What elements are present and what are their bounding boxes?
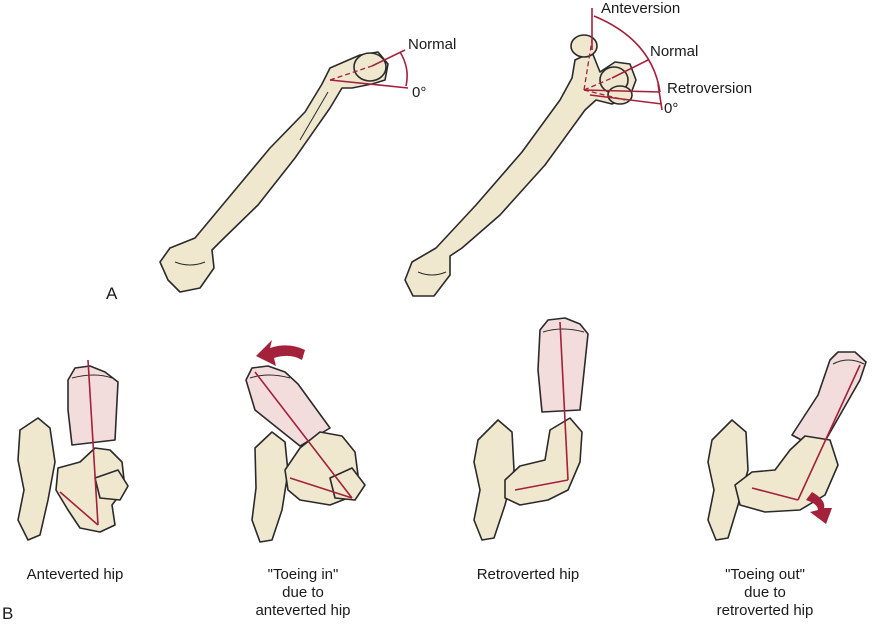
panel-b-label: B	[2, 604, 14, 623]
panel-a-label: A	[106, 284, 118, 303]
curved-arrow-inward	[256, 340, 305, 366]
caption-toeing-out: "Toeing out" due to retroverted hip	[716, 566, 814, 619]
femur-normal	[159, 49, 409, 293]
label-zero-right: 0°	[664, 100, 679, 117]
figure-toeing-out	[707, 351, 867, 541]
figure-anteverted-hip	[17, 359, 129, 541]
figure-toeing-in	[245, 340, 366, 543]
caption-retroverted-hip: Retroverted hip	[476, 566, 580, 583]
caption-anteverted-hip: Anteverted hip	[26, 566, 124, 583]
curved-arrow-outward	[806, 492, 832, 524]
label-retroversion: Retroversion	[667, 80, 753, 97]
label-zero-left: 0°	[412, 84, 427, 101]
figure-retroverted-hip	[473, 317, 589, 541]
femur-versions	[404, 8, 663, 297]
femoral-head-anteverted	[570, 34, 598, 58]
label-anteversion: Anteversion	[601, 0, 681, 17]
caption-toeing-in: "Toeing in" due to anteverted hip	[255, 566, 351, 619]
label-normal-right: Normal	[650, 43, 699, 60]
label-normal-left: Normal	[408, 36, 457, 53]
femoral-head-retroverted	[607, 85, 633, 105]
